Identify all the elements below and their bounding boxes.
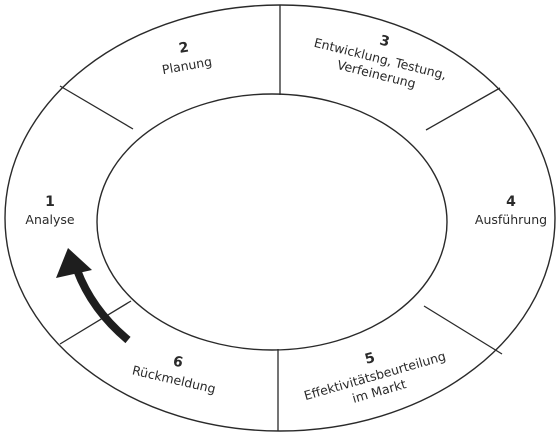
divider-upper-right xyxy=(425,87,501,131)
stage-1-label: Analyse xyxy=(25,212,75,227)
stage-1: 1 Analyse xyxy=(25,194,75,227)
divider-lower-left xyxy=(59,300,132,345)
stage-2-label: Planung xyxy=(161,54,213,78)
curved-arrow-icon xyxy=(56,248,131,344)
stage-3-number: 3 xyxy=(378,33,391,51)
divider-upper-left xyxy=(59,85,134,130)
stage-5-number: 5 xyxy=(363,350,377,368)
divider-lower-right xyxy=(423,305,503,355)
stage-3: 3 Entwicklung, Testung, Verfeinerung xyxy=(313,33,449,91)
stage-2: 2 Planung xyxy=(161,39,213,78)
stage-4: 4 Ausführung xyxy=(475,194,547,227)
inner-ring xyxy=(96,93,448,351)
stage-4-label: Ausführung xyxy=(475,212,547,227)
stage-5: 5 Effektivitätsbeurteilung im Markt xyxy=(302,348,447,406)
stage-2-number: 2 xyxy=(178,39,190,56)
stage-6: 6 Rückmeldung xyxy=(131,353,217,396)
stage-6-number: 6 xyxy=(171,353,184,371)
stage-1-number: 1 xyxy=(45,194,55,210)
stage-4-number: 4 xyxy=(506,194,516,210)
